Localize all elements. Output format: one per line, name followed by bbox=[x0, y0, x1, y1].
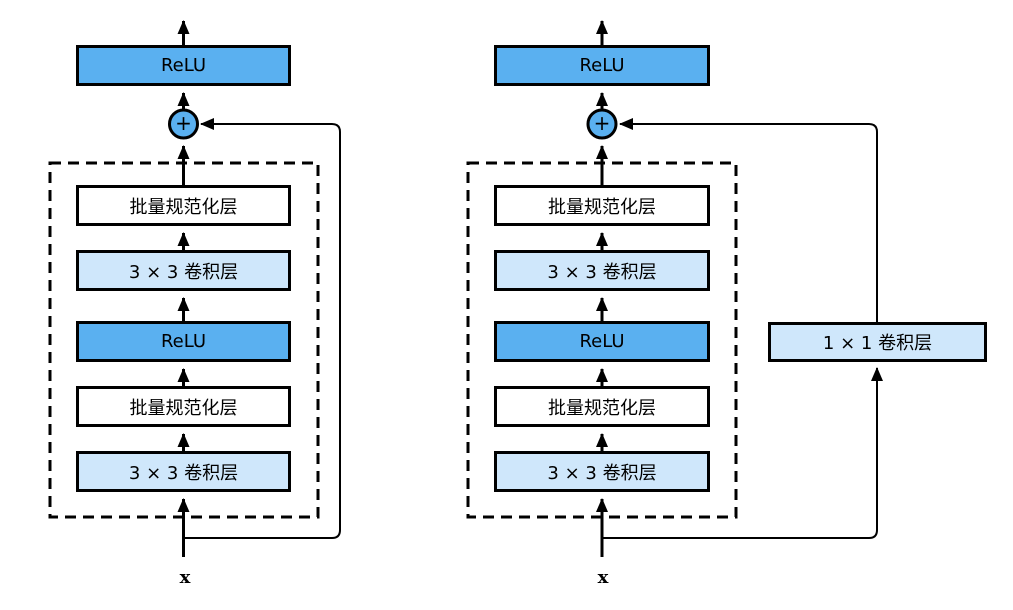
conv3x3-layer-box: 3 × 3 卷积层 bbox=[76, 250, 291, 291]
conv3x3-layer-box: 3 × 3 卷积层 bbox=[494, 250, 710, 291]
batchnorm-layer-box: 批量规范化层 bbox=[76, 185, 291, 226]
conv1x1-layer-box: 1 × 1 卷积层 bbox=[768, 322, 987, 362]
right-add-circle bbox=[586, 108, 618, 140]
relu-layer-box: ReLU bbox=[494, 321, 710, 362]
input-label-x: x bbox=[597, 567, 609, 588]
batchnorm-layer-box: 批量规范化层 bbox=[494, 185, 710, 226]
right-conv1x1-to-add bbox=[619, 118, 878, 322]
conv3x3-layer-box: 3 × 3 卷积层 bbox=[494, 451, 710, 492]
add-symbol: + bbox=[175, 111, 192, 136]
left-block-wires bbox=[48, 20, 341, 557]
relu-output-box: ReLU bbox=[494, 45, 710, 86]
relu-output-box: ReLU bbox=[76, 45, 291, 86]
batchnorm-layer-box: 批量规范化层 bbox=[76, 386, 291, 427]
relu-layer-box: ReLU bbox=[76, 321, 291, 362]
right-skip-to-conv1x1 bbox=[602, 367, 883, 539]
add-symbol: + bbox=[593, 111, 611, 136]
right-block-wires bbox=[466, 20, 883, 557]
left-skip-connection bbox=[183, 118, 341, 539]
input-label-x: x bbox=[179, 567, 191, 588]
batchnorm-layer-box: 批量规范化层 bbox=[494, 386, 710, 427]
conv3x3-layer-box: 3 × 3 卷积层 bbox=[76, 451, 291, 492]
left-add-circle bbox=[168, 108, 199, 140]
